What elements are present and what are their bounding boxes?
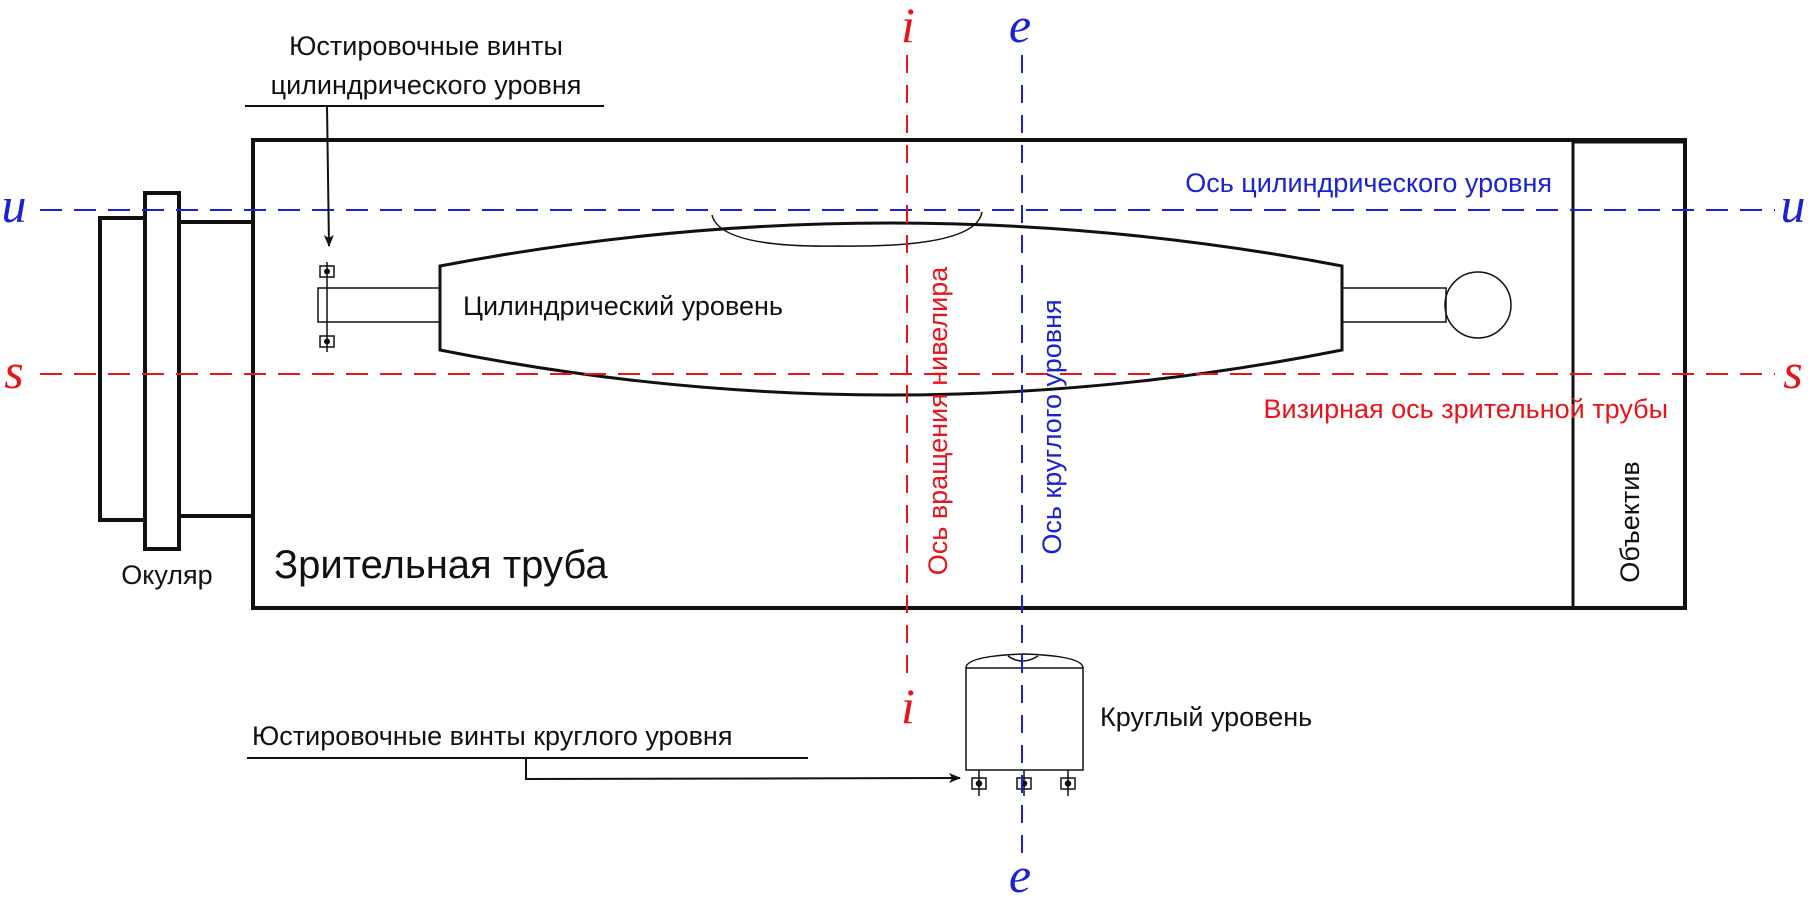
round-level-screws [971,770,1076,796]
round-level [965,653,1084,796]
eyepiece [98,191,255,551]
sight-axis-label: Визирная ось зрительной трубы [1264,394,1668,424]
axis-e-top-letter: e [1009,0,1031,53]
cyl-screws-label-line1: Юстировочные винты [289,31,563,61]
cyl-screws-label-line2: цилиндрического уровня [271,70,582,100]
cyl-axis-label: Ось цилиндрического уровня [1185,168,1552,198]
round-level-label: Круглый уровень [1100,702,1312,732]
telescope-label: Зрительная труба [274,543,608,587]
rotation-axis-label: Ось вращения нивелира [923,266,953,575]
eyepiece-label: Окуляр [121,560,212,590]
round-screws-label: Юстировочные винты круглого уровня [252,721,732,751]
round-axis-label: Ось круглого уровня [1037,299,1067,554]
axis-s-left-letter: s [4,343,23,399]
cyl-screws-leader-arrow [323,105,334,247]
axis-u-right-letter: u [1781,177,1806,233]
cylindrical-level [317,211,1512,397]
axis-i-bottom-letter: i [901,678,915,734]
axis-e-bottom-letter: e [1009,847,1031,897]
objective-label: Объектив [1615,461,1645,582]
axis-u-left-letter: u [2,177,27,233]
axis-s-right-letter: s [1783,343,1802,399]
axis-i-top-letter: i [901,0,915,53]
cyl-level-label: Цилиндрический уровень [463,291,783,321]
round-screws-leader-arrow [525,758,961,784]
